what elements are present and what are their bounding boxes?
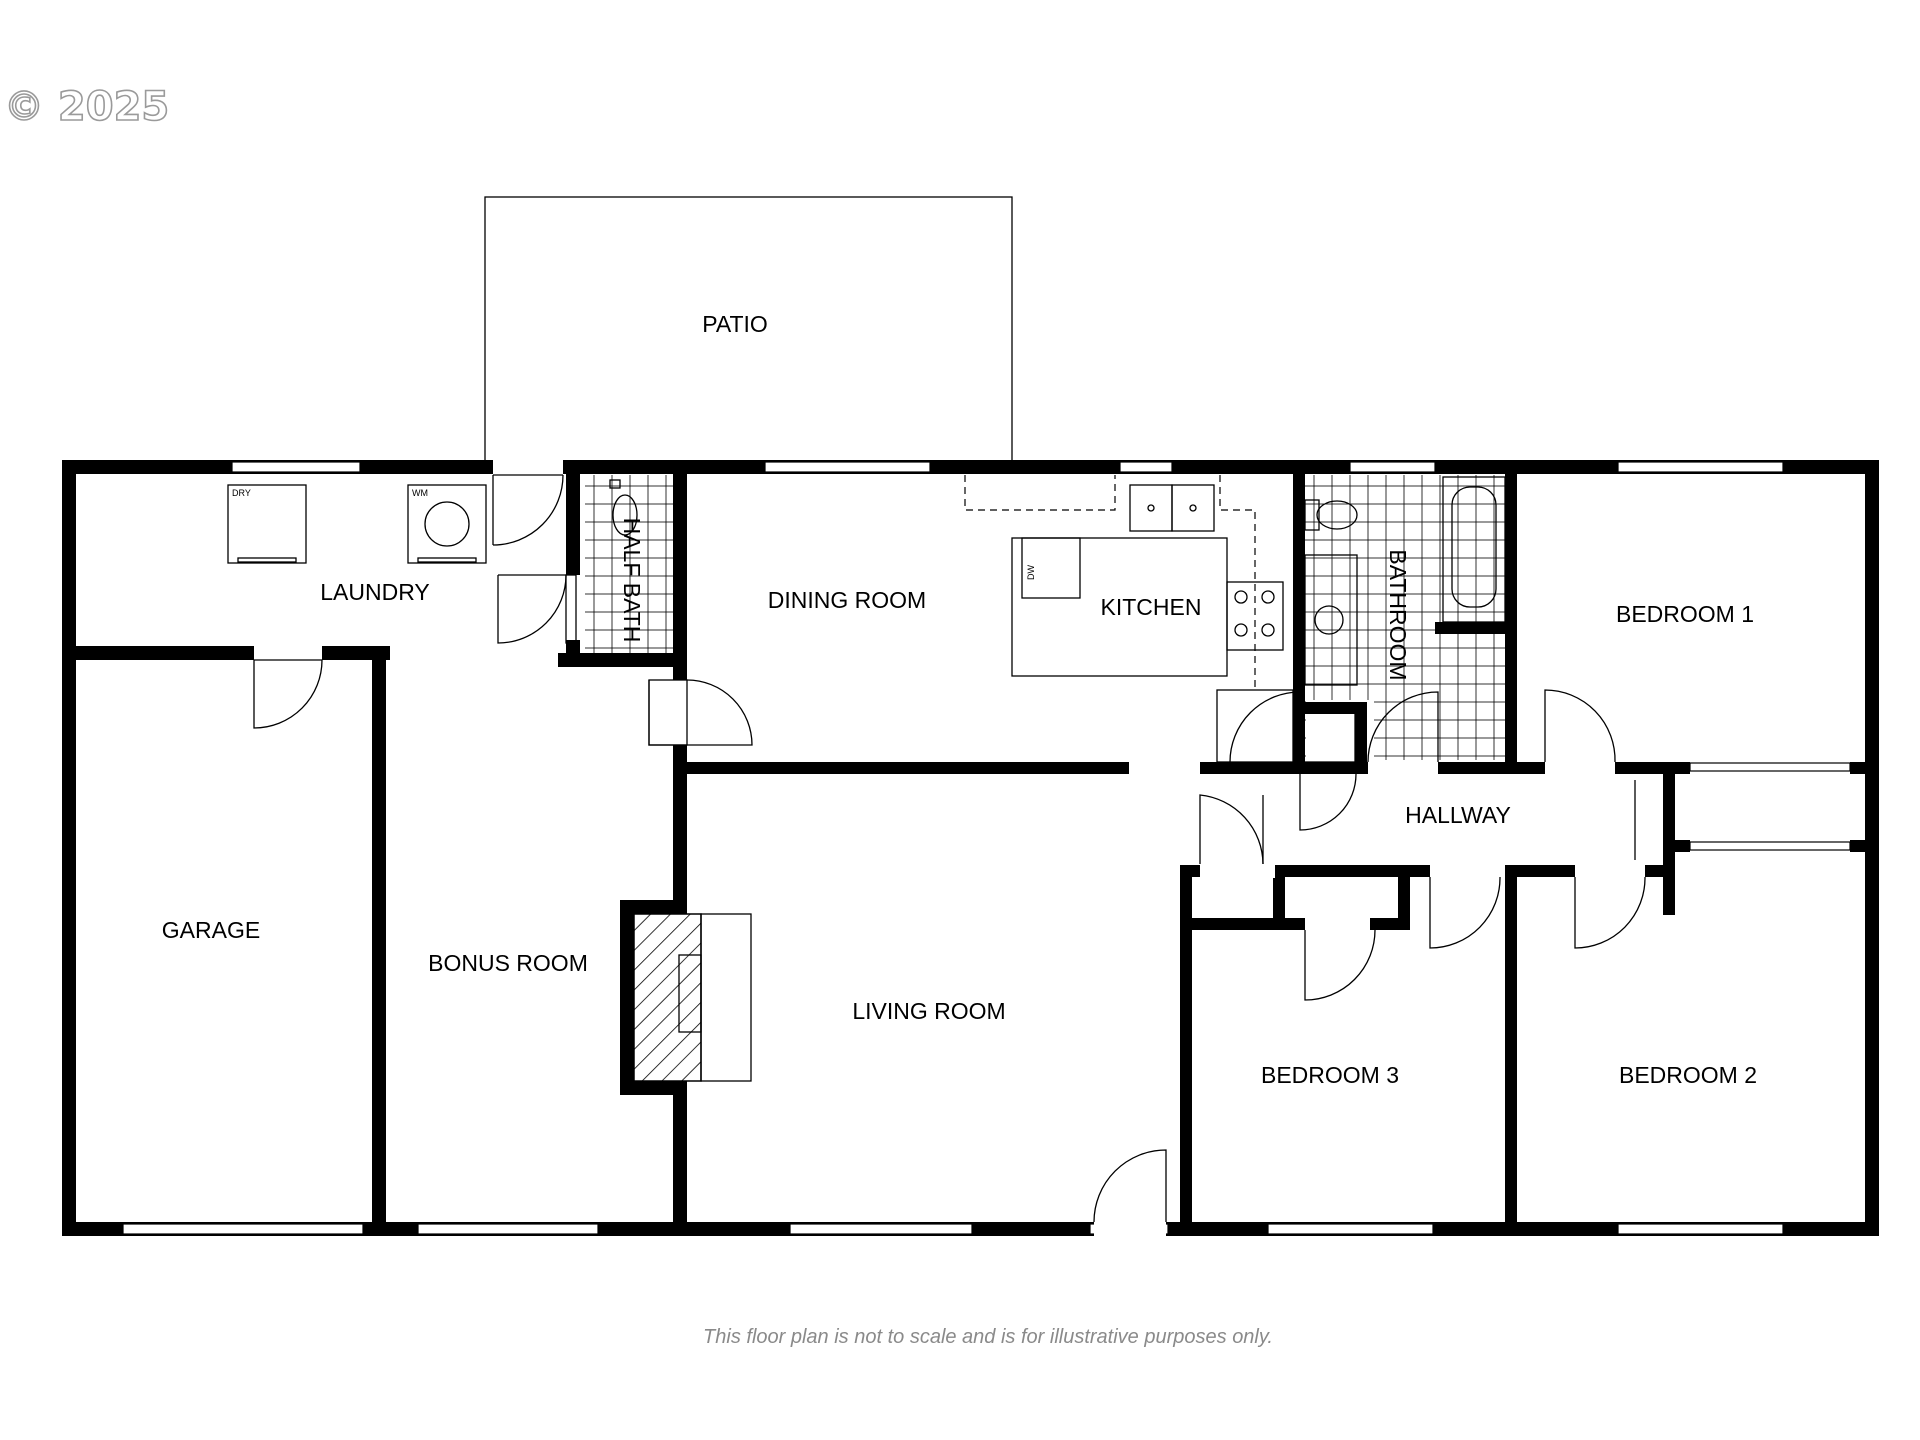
room-label-bedroom-2: BEDROOM 2 bbox=[1619, 1062, 1757, 1088]
appliance-label-washer: WM bbox=[412, 488, 428, 498]
room-label-kitchen: KITCHEN bbox=[1101, 594, 1202, 620]
exterior-walls bbox=[62, 460, 1879, 1236]
exterior-windows bbox=[122, 461, 1784, 1235]
interior-openings bbox=[254, 645, 1850, 931]
laundry-appliances bbox=[227, 484, 487, 564]
room-label-living-room: LIVING ROOM bbox=[852, 998, 1005, 1024]
kitchen-fixtures bbox=[964, 475, 1294, 763]
room-label-patio: PATIO bbox=[702, 311, 768, 337]
fireplace bbox=[633, 913, 752, 1082]
room-label-bedroom-1: BEDROOM 1 bbox=[1616, 601, 1754, 627]
half-bath-tile-floor bbox=[585, 475, 673, 655]
room-label-bathroom: BATHROOM bbox=[1385, 549, 1411, 680]
room-label-laundry: LAUNDRY bbox=[320, 579, 430, 605]
bathroom-fixtures bbox=[609, 476, 1506, 686]
disclaimer-note: This floor plan is not to scale and is f… bbox=[703, 1326, 1273, 1348]
room-label-half-bath: HALF BATH bbox=[619, 518, 645, 643]
room-label-bedroom-3: BEDROOM 3 bbox=[1261, 1062, 1399, 1088]
interior-doors bbox=[253, 574, 1851, 1001]
room-label-garage: GARAGE bbox=[162, 917, 260, 943]
appliance-label-dishwasher: DW bbox=[1026, 565, 1036, 580]
exterior-doors bbox=[492, 459, 1167, 1237]
room-label-hallway: HALLWAY bbox=[1405, 802, 1511, 828]
appliance-label-dryer: DRY bbox=[232, 488, 251, 498]
room-label-dining-room: DINING ROOM bbox=[768, 587, 926, 613]
interior-walls bbox=[62, 460, 1865, 1230]
room-label-bonus-room: BONUS ROOM bbox=[428, 950, 588, 976]
copyright-watermark: © 2025 bbox=[4, 84, 169, 130]
